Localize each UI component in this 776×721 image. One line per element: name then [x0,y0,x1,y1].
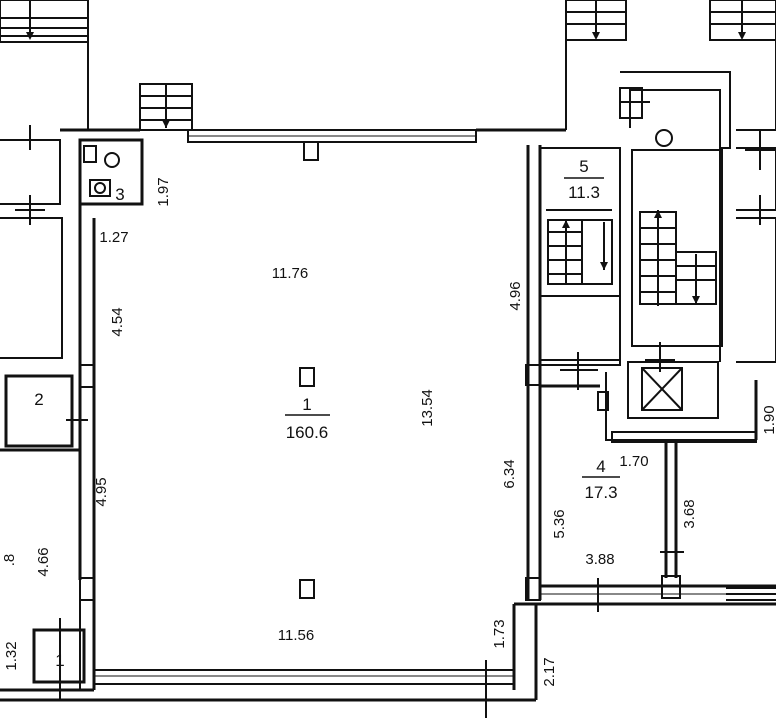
dim-4-96: 4.96 [507,281,524,310]
dim-3-88: 3.88 [585,551,614,568]
elevator-icon [627,361,719,419]
dim-6-34: 6.34 [501,459,518,488]
room-3-number: 3 [115,185,124,204]
dim-4-95: 4.95 [93,477,110,506]
arrow-up-icon [562,220,570,228]
dim-5-36: 5.36 [551,509,568,538]
room-1-area: 160.6 [286,423,329,442]
arrow-down-icon [600,262,608,270]
room-2-number: 2 [34,390,43,409]
room-1-number: 1 [302,395,311,414]
dim-3-68: 3.68 [681,499,698,528]
dim-4-66: 4.66 [35,547,52,576]
staircase [631,149,723,347]
room-5-number: 5 [579,157,588,176]
dim-1-73: 1.73 [491,619,508,648]
dim-1-27: 1.27 [99,229,128,246]
room-4-number: 4 [596,457,605,476]
room-4-area: 17.3 [584,483,617,502]
room-1-small-number: 1 [55,651,64,670]
dim-11-56: 11.56 [278,627,314,644]
dim-4-54: 4.54 [109,307,126,336]
dim-13-54: 13.54 [419,389,436,427]
arrow-up-icon [654,210,662,218]
stair-arrows [26,32,746,304]
room-5 [539,147,621,361]
dim-1-97: 1.97 [155,177,172,206]
bottom-wall [93,669,515,685]
dim-1-32: 1.32 [3,641,20,670]
room-3 [78,138,144,206]
dim-11-76: 11.76 [272,265,308,282]
dim-1-90: 1.90 [761,405,776,434]
room-5-area: 11.3 [568,183,600,202]
dim-1-70: 1.70 [619,453,648,470]
room-labels: 1 160.6 2 3 4 17.3 5 11.3 1 .8 [1,157,620,670]
dim-2-17: 2.17 [541,657,558,686]
room-2 [4,374,74,448]
stair-top-right [709,0,776,41]
dimensions: 11.76 11.56 13.54 4.96 6.34 4.95 4.54 4.… [3,177,776,686]
left-partial-area: .8 [1,554,18,567]
arrow-down-icon [692,296,700,304]
